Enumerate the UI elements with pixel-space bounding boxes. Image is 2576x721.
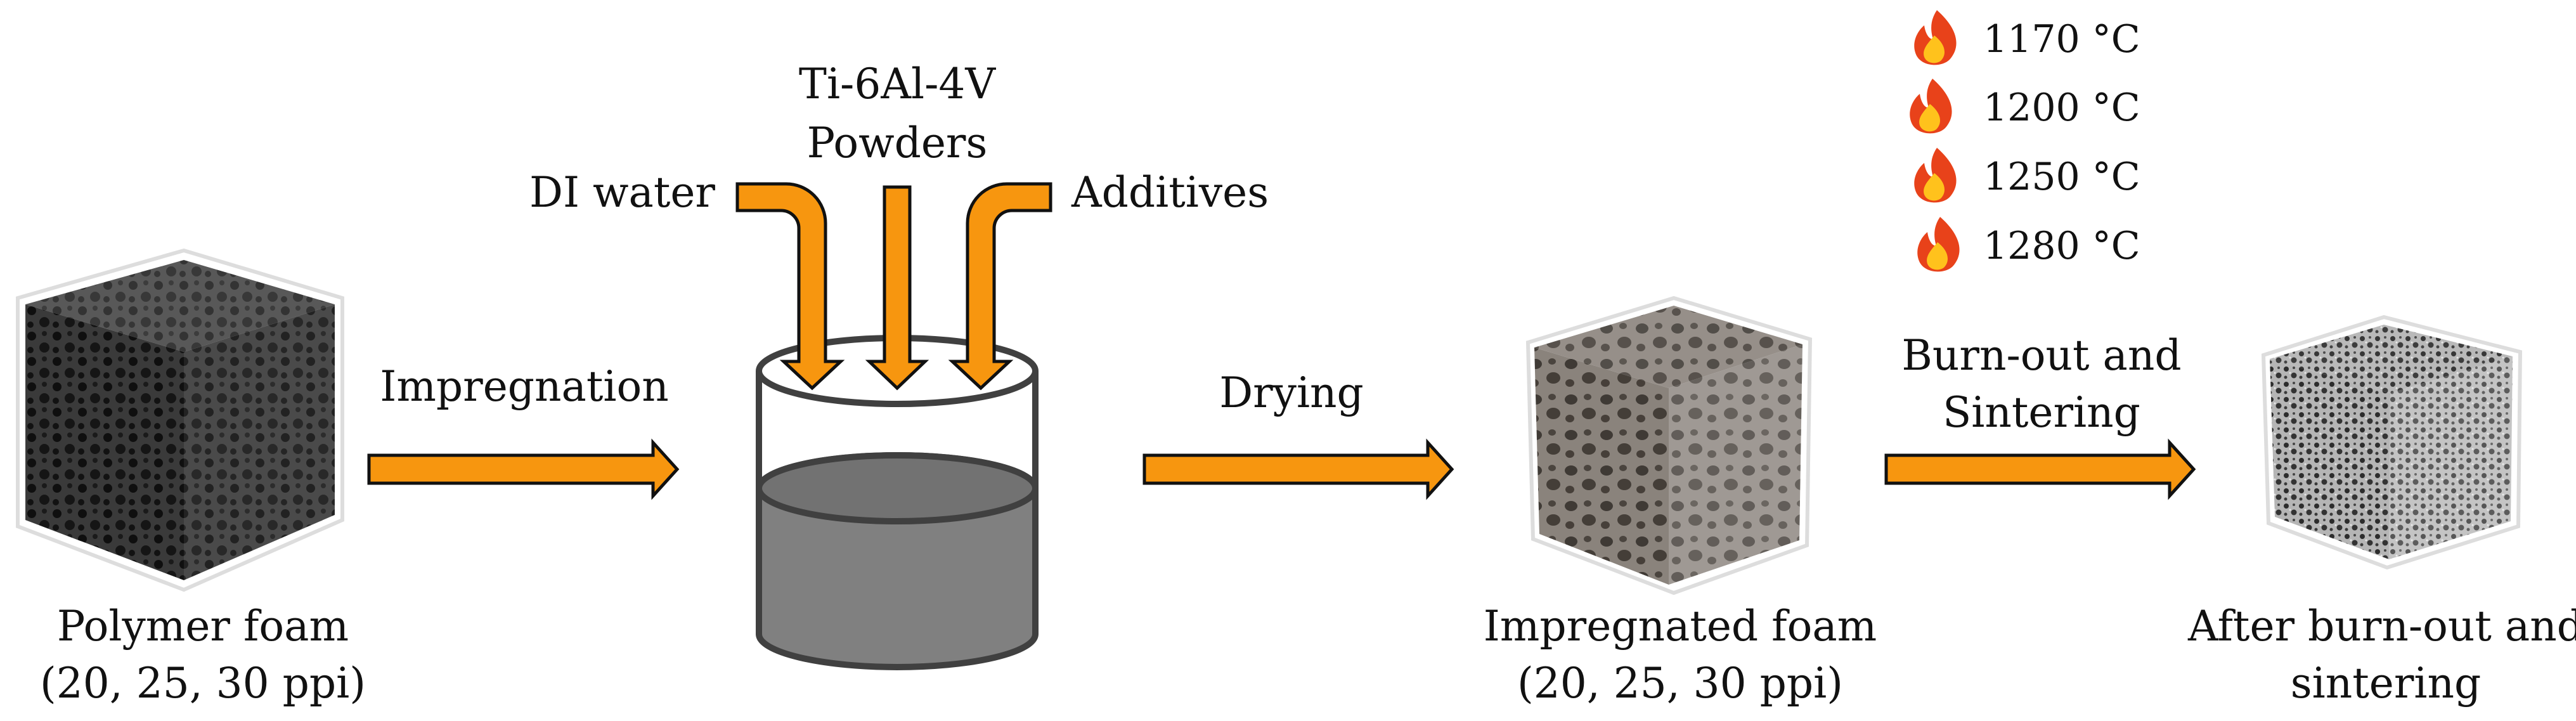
sintered-foam-label: After burn-out and <box>2187 602 2576 651</box>
arrow-right-icon <box>367 438 680 500</box>
fire-icon <box>1910 79 1952 134</box>
arrow-right-icon <box>1884 438 2196 500</box>
additives-label: Additives <box>1071 168 1269 217</box>
impregnation-label: Impregnation <box>380 362 669 411</box>
impregnated-foam-cube-icon <box>1525 296 1813 595</box>
di-water-label: DI water <box>529 168 715 217</box>
burnout-label-line2: Sintering <box>1943 388 2140 437</box>
impregnated-foam-ppi-label: (20, 25, 30 ppi) <box>1517 659 1843 708</box>
arrow-down-icon <box>865 185 929 391</box>
fire-icon <box>1914 148 1957 203</box>
powders-label-line2: Powders <box>807 119 988 167</box>
arrow-down-icon <box>948 182 1052 391</box>
temperature-label: 1280 °C <box>1983 224 2140 268</box>
arrow-down-icon <box>735 182 845 391</box>
impregnated-foam-label: Impregnated foam <box>1484 602 1877 651</box>
temperature-label: 1170 °C <box>1983 17 2140 62</box>
fire-icon <box>1917 217 1960 272</box>
sintering-temperatures: 1170 °C 1200 °C 1250 °C 1280 °C <box>1910 10 2140 272</box>
arrow-right-icon <box>1142 438 1454 500</box>
powders-label-line1: Ti-6Al-4V <box>799 60 996 108</box>
temperature-label: 1200 °C <box>1983 86 2140 130</box>
polymer-foam-ppi-label: (20, 25, 30 ppi) <box>40 659 366 708</box>
burnout-label-line1: Burn-out and <box>1901 331 2181 380</box>
polymer-foam-label: Polymer foam <box>57 602 349 651</box>
sintered-foam-label-line2: sintering <box>2291 659 2481 708</box>
sintered-foam-cube-icon <box>2261 315 2523 570</box>
temperature-label: 1250 °C <box>1983 155 2140 199</box>
polymer-foam-cube-icon <box>16 248 344 592</box>
fire-icon <box>1914 10 1957 65</box>
drying-label: Drying <box>1219 368 1364 417</box>
